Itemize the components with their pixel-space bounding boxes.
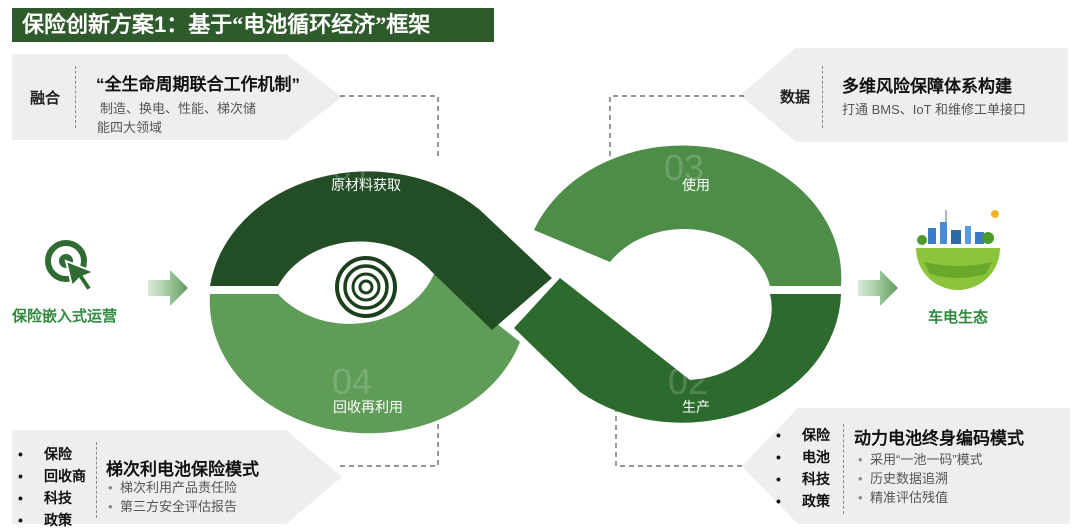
fusion-title: “全生命周期联合工作机制” [96, 75, 300, 94]
arrow-right-icon [858, 270, 898, 306]
title-suffix: 基于“电池循环经济”框架 [188, 12, 431, 37]
desc-item: 精准评估残值 [858, 488, 983, 507]
stage-number: 04 [332, 361, 372, 402]
data-desc: 打通 BMS、IoT 和维修工单接口 [842, 102, 1026, 117]
cascade-desc: 梯次利用产品责任险 第三方安全评估报告 [108, 478, 237, 516]
bullet-item: 保险 [776, 424, 830, 446]
segment-raw-material [210, 171, 552, 330]
fusion-desc-line: 能四大领域 [97, 120, 163, 135]
fusion-tag: 融合 [30, 90, 61, 107]
bullet-item: 政策 [776, 490, 830, 512]
stage-label: 生产 [682, 399, 710, 415]
divider [75, 66, 76, 128]
segment-recycle [209, 274, 520, 434]
stage-label: 回收再利用 [333, 399, 403, 415]
bullet-item: 科技 [18, 487, 86, 509]
coding-title: 动力电池终身编码模式 [854, 429, 1024, 448]
coding-desc: 采用“一池一码”模式 历史数据追溯 精准评估残值 [858, 450, 983, 507]
connector-line [615, 410, 742, 467]
fusion-desc-line: 制造、换电、性能、梯次储 [100, 101, 257, 116]
embedded-operation-label: 保险嵌入式运营 [12, 308, 118, 325]
stage-label: 使用 [682, 177, 710, 193]
page-title: 保险创新方案1：基于“电池循环经济”框架 [12, 8, 494, 42]
panel-data [740, 48, 1068, 142]
fusion-desc: 制造、换电、性能、梯次储 能四大领域 [97, 99, 290, 137]
data-tag: 数据 [780, 89, 811, 106]
coding-bullets: 保险 电池 科技 政策 [776, 424, 830, 512]
bullet-item: 科技 [776, 468, 830, 490]
desc-item: 历史数据追溯 [858, 469, 983, 488]
data-title: 多维风险保障体系构建 [842, 77, 1012, 96]
cascade-bullets: 保险 回收商 科技 政策 [18, 443, 86, 531]
ecosystem-label: 车电生态 [928, 309, 989, 326]
panel-fusion [12, 54, 342, 140]
divider [843, 424, 844, 514]
connector-line [340, 410, 439, 467]
title-prefix: 保险创新方案1： [22, 12, 189, 37]
stage-number: 01 [332, 147, 372, 188]
bullet-item: 回收商 [18, 465, 86, 487]
segment-production [514, 278, 841, 423]
segment-usage [534, 145, 842, 286]
arrow-right-icon [148, 270, 188, 306]
stage-number: 03 [664, 147, 704, 188]
cursor-target-icon [45, 240, 97, 293]
divider [822, 66, 823, 128]
concentric-circles-icon [335, 256, 397, 318]
desc-item: 采用“一池一码”模式 [858, 450, 983, 469]
eco-city-globe-icon [916, 210, 1000, 290]
bullet-item: 保险 [18, 443, 86, 465]
stage-label: 原材料获取 [331, 177, 401, 193]
divider [96, 442, 97, 518]
cascade-title: 梯次利电池保险模式 [106, 460, 259, 479]
desc-item: 梯次利用产品责任险 [108, 478, 237, 497]
stage-number: 02 [668, 361, 708, 402]
bullet-item: 政策 [18, 509, 86, 531]
bullet-item: 电池 [776, 446, 830, 468]
desc-item: 第三方安全评估报告 [108, 497, 237, 516]
